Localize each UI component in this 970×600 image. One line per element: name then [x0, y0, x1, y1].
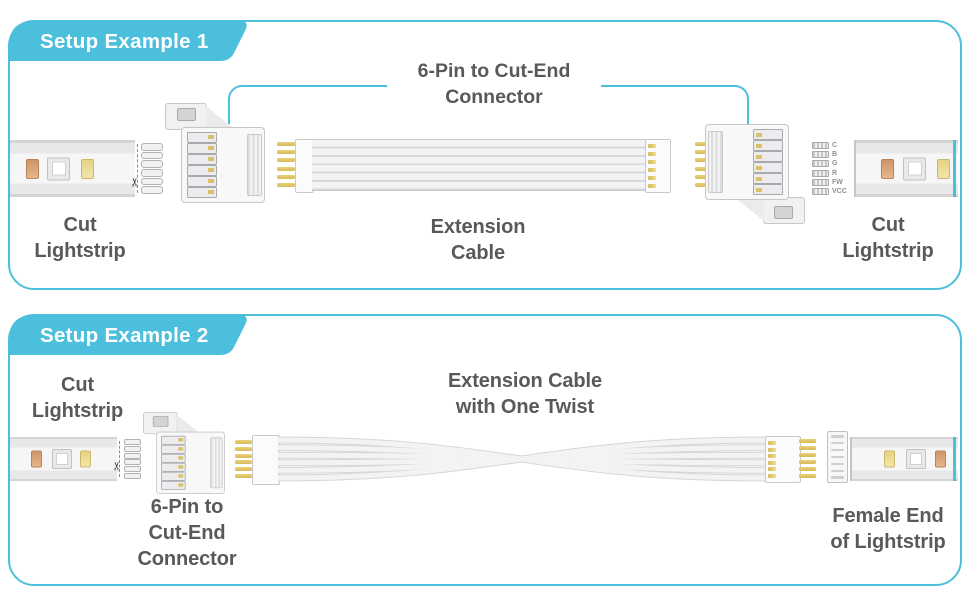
crimp-contacts: [768, 441, 776, 478]
caption-female-end: Female End of Lightstrip: [830, 505, 946, 553]
led-white-icon: [52, 449, 72, 469]
led-yellow-icon: [80, 450, 91, 468]
tab-title: Setup Example 1: [40, 30, 209, 53]
tab-shape: [8, 20, 247, 61]
six-pin-connector-right: [705, 124, 805, 224]
caption-cut-lightstrip: Cut Lightstrip: [31, 374, 124, 422]
cable-pins-right: [695, 142, 713, 187]
connector-ridge: [247, 134, 262, 196]
led-yellow-icon: [884, 450, 895, 468]
contact-slots: [161, 435, 186, 490]
cable-pins-left: [277, 142, 295, 187]
connector-latch: [165, 103, 207, 130]
pad-labels: C B G R FW VCC: [812, 142, 852, 195]
strip-body: [10, 437, 117, 481]
pad-label: B: [832, 151, 838, 159]
cut-mark: ✂: [110, 441, 124, 477]
cable-pins-left: [235, 440, 252, 478]
cut-lightstrip-right: C B G R FW VCC: [812, 140, 958, 197]
bracket-label: 6-Pin to Cut-End Connector: [387, 58, 601, 110]
twisted-cable: [278, 436, 765, 482]
six-pin-connector-left: [165, 103, 265, 203]
connector-ridge: [708, 131, 723, 193]
scissors-icon: ✂: [110, 460, 125, 472]
pad-label: FW: [832, 178, 843, 186]
led-orange-icon: [26, 158, 39, 179]
ribbon-cable: [312, 139, 645, 191]
led-white-icon: [906, 449, 926, 469]
solder-pads: [124, 439, 141, 479]
strip-body: [850, 437, 958, 481]
six-pin-connector: [143, 412, 225, 494]
cable-end-right: [765, 436, 801, 483]
crimp-contacts: [648, 144, 656, 188]
led-orange-icon: [31, 450, 42, 468]
strip-body: [854, 140, 958, 197]
led-white-icon: [47, 157, 70, 180]
cable-pins-right: [799, 439, 816, 478]
solder-pads: [141, 143, 163, 194]
cable-header-left: [252, 435, 280, 485]
setup-example-2-panel: Setup Example 2 Cut Lightstrip ✂: [8, 314, 962, 586]
connector-body: [705, 124, 789, 200]
caption-cut-lightstrip-left: Cut Lightstrip: [34, 214, 126, 262]
caption-six-pin-connector: 6-Pin to Cut-End Connector: [137, 496, 237, 570]
panel-border-segment: [953, 140, 956, 197]
connector-ridge: [210, 437, 223, 489]
pad-label: VCC: [832, 187, 847, 195]
strip-body: [10, 140, 135, 197]
pad-label: C: [832, 142, 838, 149]
cut-lightstrip-left: ✂: [10, 437, 143, 481]
connector-body: [181, 127, 265, 203]
pad-label: G: [832, 160, 838, 168]
led-orange-icon: [935, 450, 946, 468]
scissors-icon: ✂: [128, 176, 143, 188]
lightstrip-right: [850, 437, 958, 481]
led-yellow-icon: [81, 158, 94, 179]
contact-slots: [753, 129, 783, 195]
led-white-icon: [903, 157, 926, 180]
cut-mark: ✂: [128, 144, 142, 193]
cable-end-right: [645, 139, 671, 193]
connector-body: [156, 431, 225, 494]
tab-shape: [8, 314, 247, 355]
pad-label: R: [832, 169, 838, 177]
led-orange-icon: [881, 158, 894, 179]
tab-title: Setup Example 2: [40, 324, 209, 347]
panel-border-segment: [953, 437, 956, 481]
caption-cut-lightstrip-right: Cut Lightstrip: [842, 214, 934, 262]
caption-extension-cable-twist: Extension Cable with One Twist: [447, 370, 603, 418]
cut-lightstrip-left: ✂: [10, 140, 165, 197]
connector-latch: [763, 197, 805, 224]
led-yellow-icon: [937, 158, 950, 179]
caption-extension-cable: Extension Cable: [430, 216, 526, 264]
setup-example-1-panel: Setup Example 1 6-Pin to Cut-End Connect…: [8, 20, 962, 290]
female-end-socket: [827, 431, 848, 483]
contact-slots: [187, 132, 217, 198]
